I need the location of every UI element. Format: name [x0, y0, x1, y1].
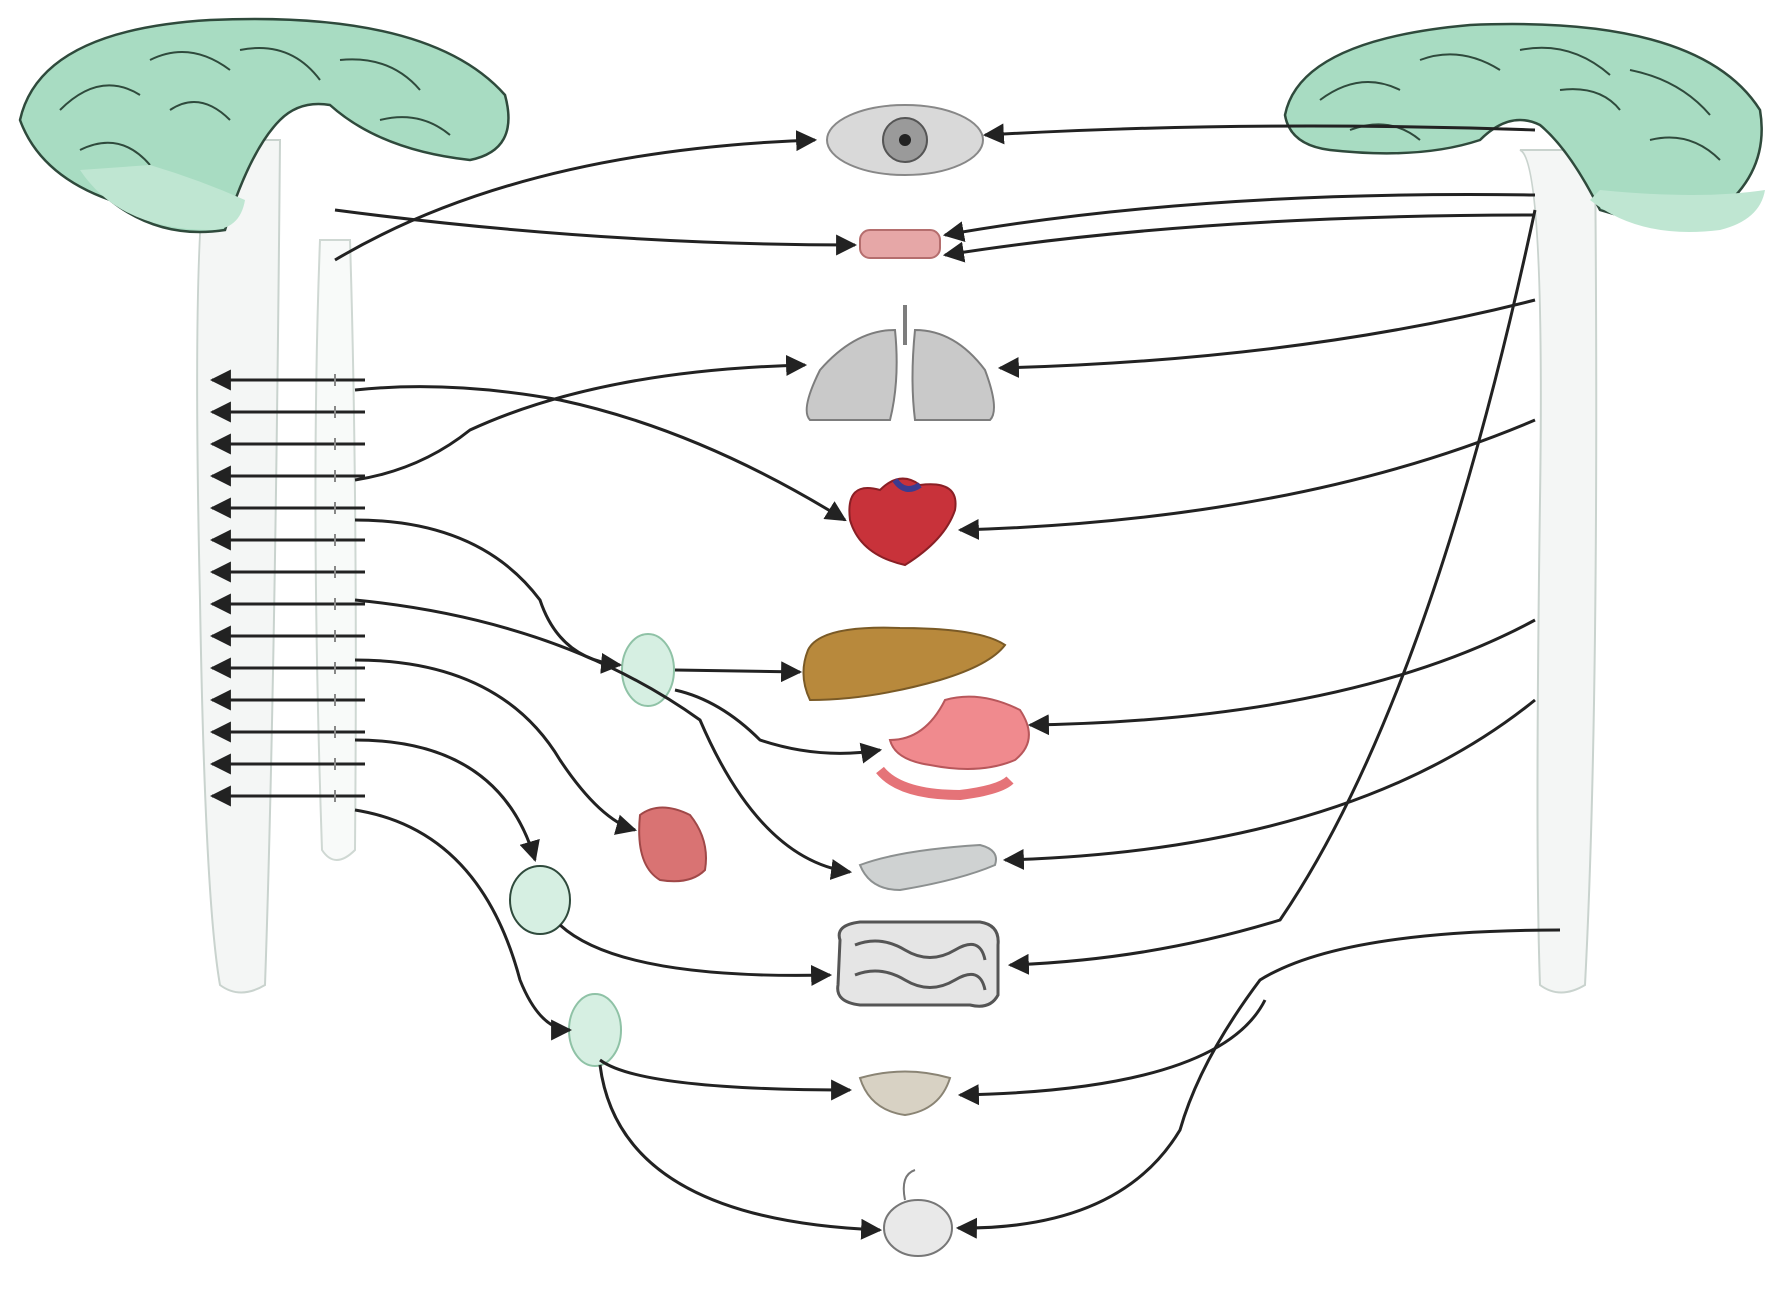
adrenal-gland — [639, 808, 706, 882]
genital-organs — [884, 1170, 952, 1256]
heart — [849, 479, 955, 565]
pathway-stomach-postganglionic — [675, 690, 880, 753]
pancreas — [860, 845, 996, 890]
pathway-heart-parasympathetic — [960, 420, 1535, 530]
pathway-pancreas-sympathetic — [355, 600, 850, 872]
right-brain — [1285, 24, 1762, 220]
pathway-intestine-postganglionic — [560, 925, 830, 975]
pathway-adrenal-sympathetic — [355, 660, 635, 830]
pathway-heart-sympathetic — [355, 387, 845, 520]
lungs — [807, 305, 994, 420]
right-brain-and-cord — [1285, 24, 1765, 992]
inferior-mesenteric-ganglion — [569, 994, 621, 1066]
pathway-liver-postganglionic — [675, 670, 800, 672]
pathway-lungs-parasympathetic — [1000, 300, 1535, 368]
left-spinal-cord — [197, 140, 280, 993]
superior-mesenteric-ganglion — [510, 866, 570, 934]
stomach — [880, 697, 1029, 795]
left-brain-and-cord — [20, 19, 508, 993]
liver — [803, 628, 1005, 700]
pathway-bladder-postganglionic — [600, 1060, 850, 1090]
pathway-sacral-parasympathetic — [958, 930, 1560, 1228]
pathway-bladder-parasympathetic — [960, 1000, 1265, 1095]
right-cerebellum — [1590, 190, 1765, 232]
bladder — [860, 1072, 950, 1116]
pathway-stomach-parasympathetic — [1030, 620, 1535, 725]
salivary-gland — [860, 230, 940, 258]
right-spinal-cord — [1520, 150, 1596, 993]
pathway-gland-sympathetic — [335, 210, 855, 245]
pathway-smg-preganglionic — [355, 740, 535, 860]
celiac-ganglion — [622, 634, 674, 706]
pathway-liver-sympathetic — [355, 520, 620, 665]
pathway-intestine-parasympathetic — [1010, 210, 1535, 965]
intestines — [838, 922, 999, 1006]
eye — [827, 105, 983, 175]
